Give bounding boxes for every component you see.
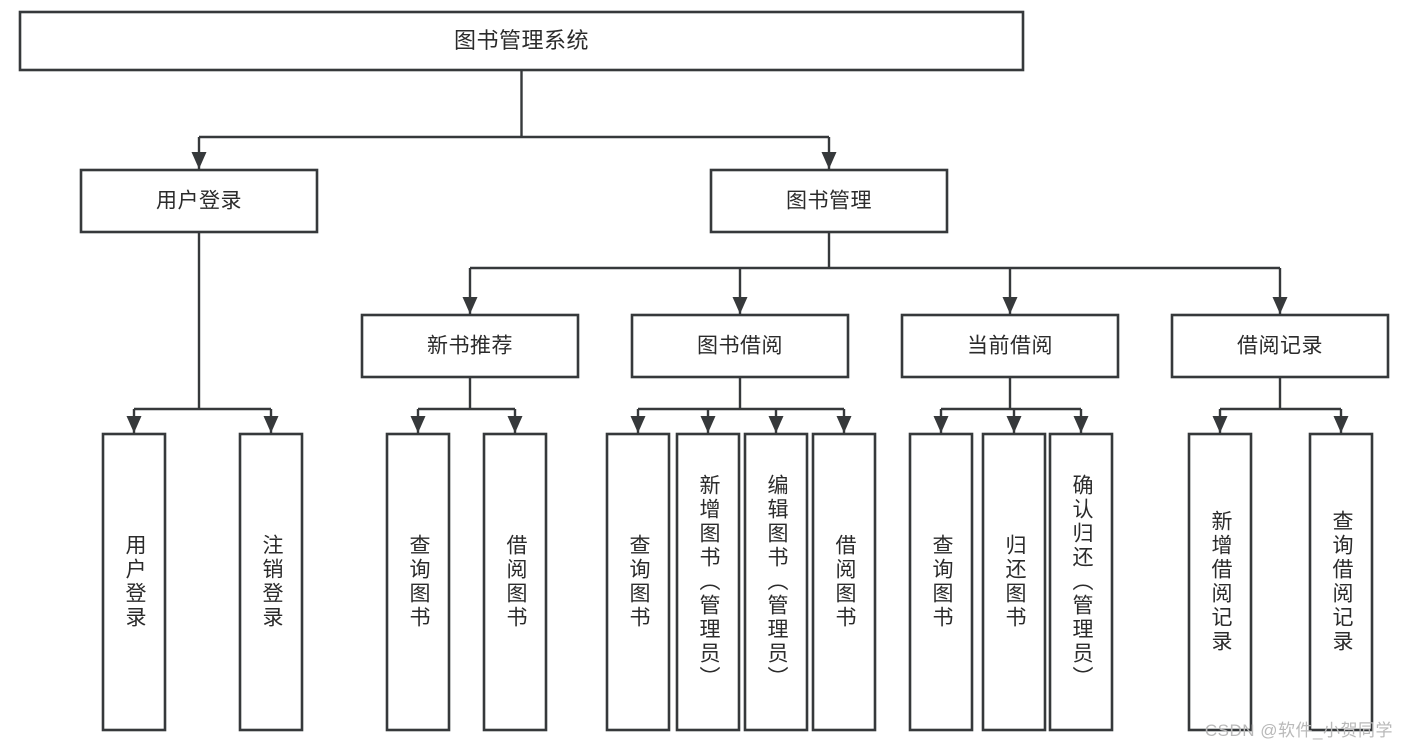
node-box-book-borrow[interactable] xyxy=(630,313,850,379)
node-box-leaf-user-login[interactable] xyxy=(101,432,167,732)
arrow-head-icon-leaf-edit-book xyxy=(768,416,784,433)
node-label-book-borrow: 图书借阅 xyxy=(697,335,783,358)
node-box-leaf-return-book[interactable] xyxy=(981,432,1047,732)
arrow-head-icon-leaf-add-book xyxy=(700,416,716,433)
csdn-watermark: CSDN @软件_小贺同学 xyxy=(1204,721,1393,740)
node-label-book-manage: 图书管理 xyxy=(786,190,872,213)
node-label-root: 图书管理系统 xyxy=(454,28,589,53)
node-box-leaf-edit-book[interactable] xyxy=(743,432,809,732)
arrow-head-icon-leaf-add-record xyxy=(1212,416,1228,433)
boxes-layer xyxy=(18,10,1390,732)
node-label-current-borrow: 当前借阅 xyxy=(967,335,1053,358)
node-label-new-book-recommend: 新书推荐 xyxy=(427,335,513,358)
node-box-leaf-add-record[interactable] xyxy=(1187,432,1253,732)
arrow-head-icon-leaf-query-book-2 xyxy=(630,416,646,433)
arrow-head-icon-new-book-recommend xyxy=(462,297,478,314)
arrow-head-icon-leaf-query-book-3 xyxy=(933,416,949,433)
node-box-leaf-add-book[interactable] xyxy=(675,432,741,732)
node-box-root[interactable] xyxy=(18,10,1025,72)
node-box-user-login[interactable] xyxy=(79,168,319,234)
node-box-current-borrow[interactable] xyxy=(900,313,1120,379)
arrow-head-icon-leaf-confirm-return xyxy=(1073,416,1089,433)
arrow-head-icon-user-login xyxy=(191,152,207,169)
node-box-leaf-query-record[interactable] xyxy=(1308,432,1374,732)
node-box-leaf-user-logout[interactable] xyxy=(238,432,304,732)
node-box-new-book-recommend[interactable] xyxy=(360,313,580,379)
arrow-head-icon-leaf-query-book-1 xyxy=(410,416,426,433)
node-box-leaf-query-book-3[interactable] xyxy=(908,432,974,732)
node-label-user-login: 用户登录 xyxy=(156,190,242,213)
node-label-borrow-record: 借阅记录 xyxy=(1237,335,1323,358)
arrow-head-icon-borrow-record xyxy=(1272,297,1288,314)
arrow-head-icon-leaf-borrow-book-1 xyxy=(507,416,523,433)
arrow-head-icon-current-borrow xyxy=(1002,297,1018,314)
arrow-head-icon-book-borrow xyxy=(732,297,748,314)
node-box-book-manage[interactable] xyxy=(709,168,949,234)
arrow-head-icon-book-manage xyxy=(821,152,837,169)
arrow-head-icon-leaf-borrow-book-2 xyxy=(836,416,852,433)
node-box-leaf-query-book-1[interactable] xyxy=(385,432,451,732)
arrow-head-icon-leaf-user-logout xyxy=(263,416,279,433)
node-box-leaf-borrow-book-2[interactable] xyxy=(811,432,877,732)
node-box-leaf-confirm-return[interactable] xyxy=(1048,432,1114,732)
node-box-borrow-record[interactable] xyxy=(1170,313,1390,379)
node-box-leaf-query-book-2[interactable] xyxy=(605,432,671,732)
arrow-head-icon-leaf-return-book xyxy=(1006,416,1022,433)
connectors-layer xyxy=(126,70,1349,433)
arrow-head-icon-leaf-user-login xyxy=(126,416,142,433)
arrow-head-icon-leaf-query-record xyxy=(1333,416,1349,433)
node-box-leaf-borrow-book-1[interactable] xyxy=(482,432,548,732)
